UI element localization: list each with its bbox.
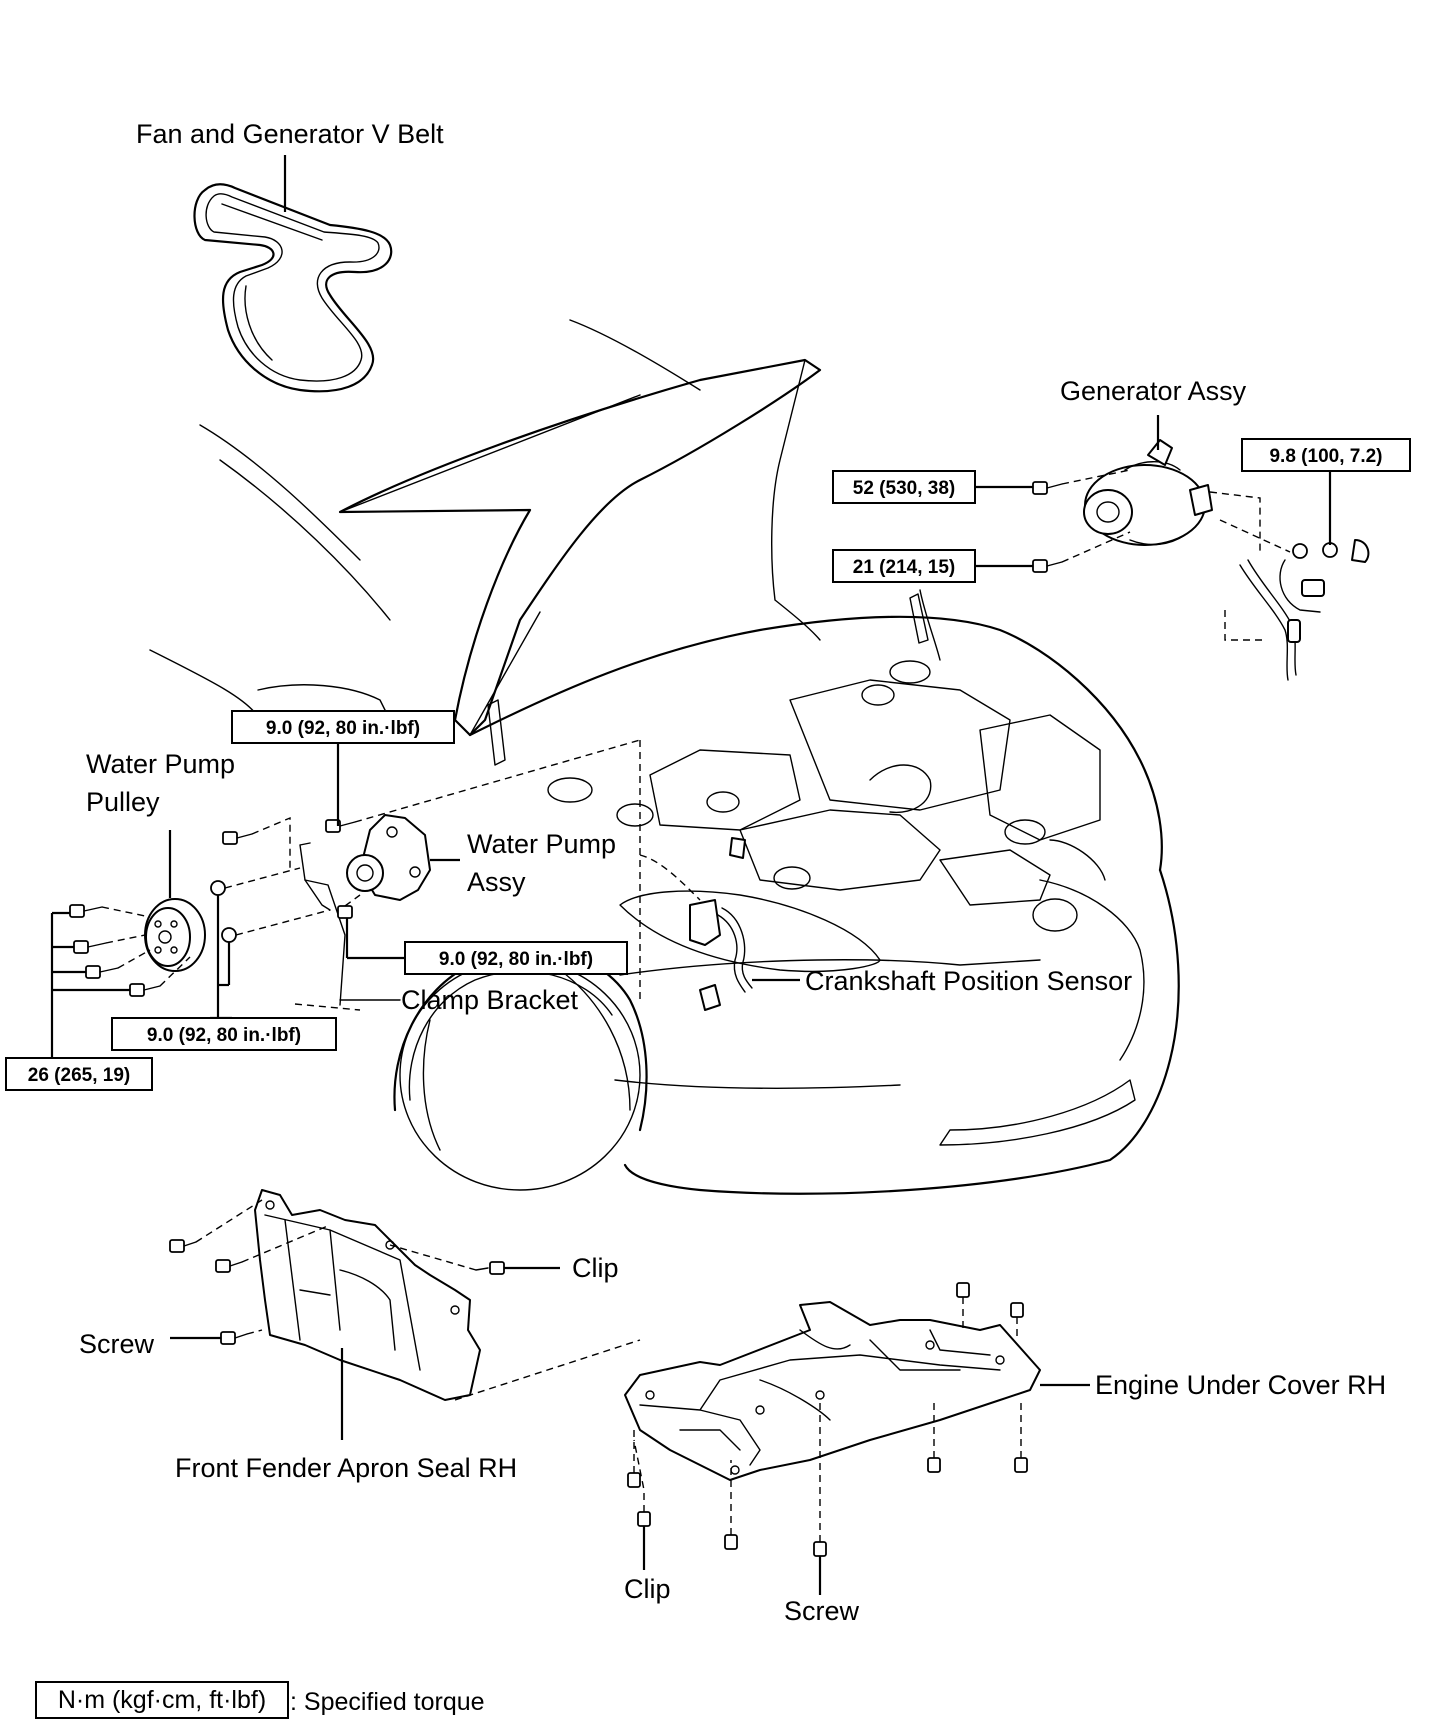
torque-pump-lower: 9.0 (92, 80 in.·lbf) bbox=[111, 1017, 337, 1051]
car-body bbox=[149, 319, 1180, 1195]
label-clamp-bracket: Clamp Bracket bbox=[401, 985, 579, 1015]
pulley-bolts bbox=[50, 904, 191, 1058]
v-belt bbox=[193, 155, 393, 393]
label-clip-upper: Clip bbox=[572, 1253, 619, 1283]
svg-text:9.8 (100, 7.2): 9.8 (100, 7.2) bbox=[1269, 446, 1382, 467]
apron-seal bbox=[254, 1189, 481, 1440]
svg-text:9.0 (92, 80 in.·lbf): 9.0 (92, 80 in.·lbf) bbox=[147, 1025, 301, 1046]
svg-text:9.0 (92, 80 in.·lbf): 9.0 (92, 80 in.·lbf) bbox=[266, 718, 420, 739]
engine-under-cover bbox=[624, 1301, 1090, 1481]
torque-pulley: 26 (265, 19) bbox=[5, 1057, 153, 1091]
label-water-pump-pulley-2: Pulley bbox=[86, 787, 160, 817]
torque-pump-top: 9.0 (92, 80 in.·lbf) bbox=[231, 710, 455, 744]
svg-text:21 (214, 15): 21 (214, 15) bbox=[853, 557, 955, 578]
label-generator: Generator Assy bbox=[1060, 376, 1247, 406]
generator-bolts bbox=[1032, 469, 1131, 573]
label-water-pump-pulley-1: Water Pump bbox=[86, 749, 235, 779]
crankshaft-sensor bbox=[689, 837, 800, 1011]
torque-pump-clamp: 9.0 (92, 80 in.·lbf) bbox=[404, 941, 628, 975]
svg-text:52 (530, 38): 52 (530, 38) bbox=[853, 478, 955, 499]
label-water-pump-assy-2: Assy bbox=[467, 867, 526, 897]
legend-description: : Specified torque bbox=[290, 1688, 485, 1716]
label-apron-seal: Front Fender Apron Seal RH bbox=[175, 1453, 517, 1483]
label-screw-left: Screw bbox=[79, 1329, 155, 1359]
label-screw-lower: Screw bbox=[784, 1596, 860, 1626]
label-crankshaft-sensor: Crankshaft Position Sensor bbox=[805, 966, 1132, 996]
legend-unit: N·m (kgf·cm, ft·lbf) bbox=[58, 1686, 266, 1714]
apron-fasteners bbox=[169, 1199, 641, 1401]
torque-gen-top: 52 (530, 38) bbox=[832, 470, 1033, 504]
svg-text:9.0 (92, 80 in.·lbf): 9.0 (92, 80 in.·lbf) bbox=[439, 949, 593, 970]
under-cover-fasteners bbox=[627, 1282, 1028, 1595]
label-water-pump-assy-1: Water Pump bbox=[467, 829, 616, 859]
water-pump-bolts bbox=[210, 739, 701, 1020]
label-under-cover: Engine Under Cover RH bbox=[1095, 1370, 1386, 1400]
svg-text:26 (265, 19): 26 (265, 19) bbox=[28, 1065, 130, 1086]
torque-gen-terminal: 9.8 (100, 7.2) bbox=[1241, 438, 1411, 472]
generator-harness bbox=[1209, 471, 1370, 681]
torque-gen-bottom: 21 (214, 15) bbox=[832, 549, 1033, 583]
label-fan-belt: Fan and Generator V Belt bbox=[136, 119, 444, 149]
label-clip-lower: Clip bbox=[624, 1574, 671, 1604]
water-pump-assy bbox=[299, 814, 460, 1006]
torque-legend: N·m (kgf·cm, ft·lbf) : Specified torque bbox=[35, 1681, 485, 1719]
generator-assy bbox=[1083, 415, 1213, 546]
water-pump-pulley bbox=[144, 830, 206, 972]
